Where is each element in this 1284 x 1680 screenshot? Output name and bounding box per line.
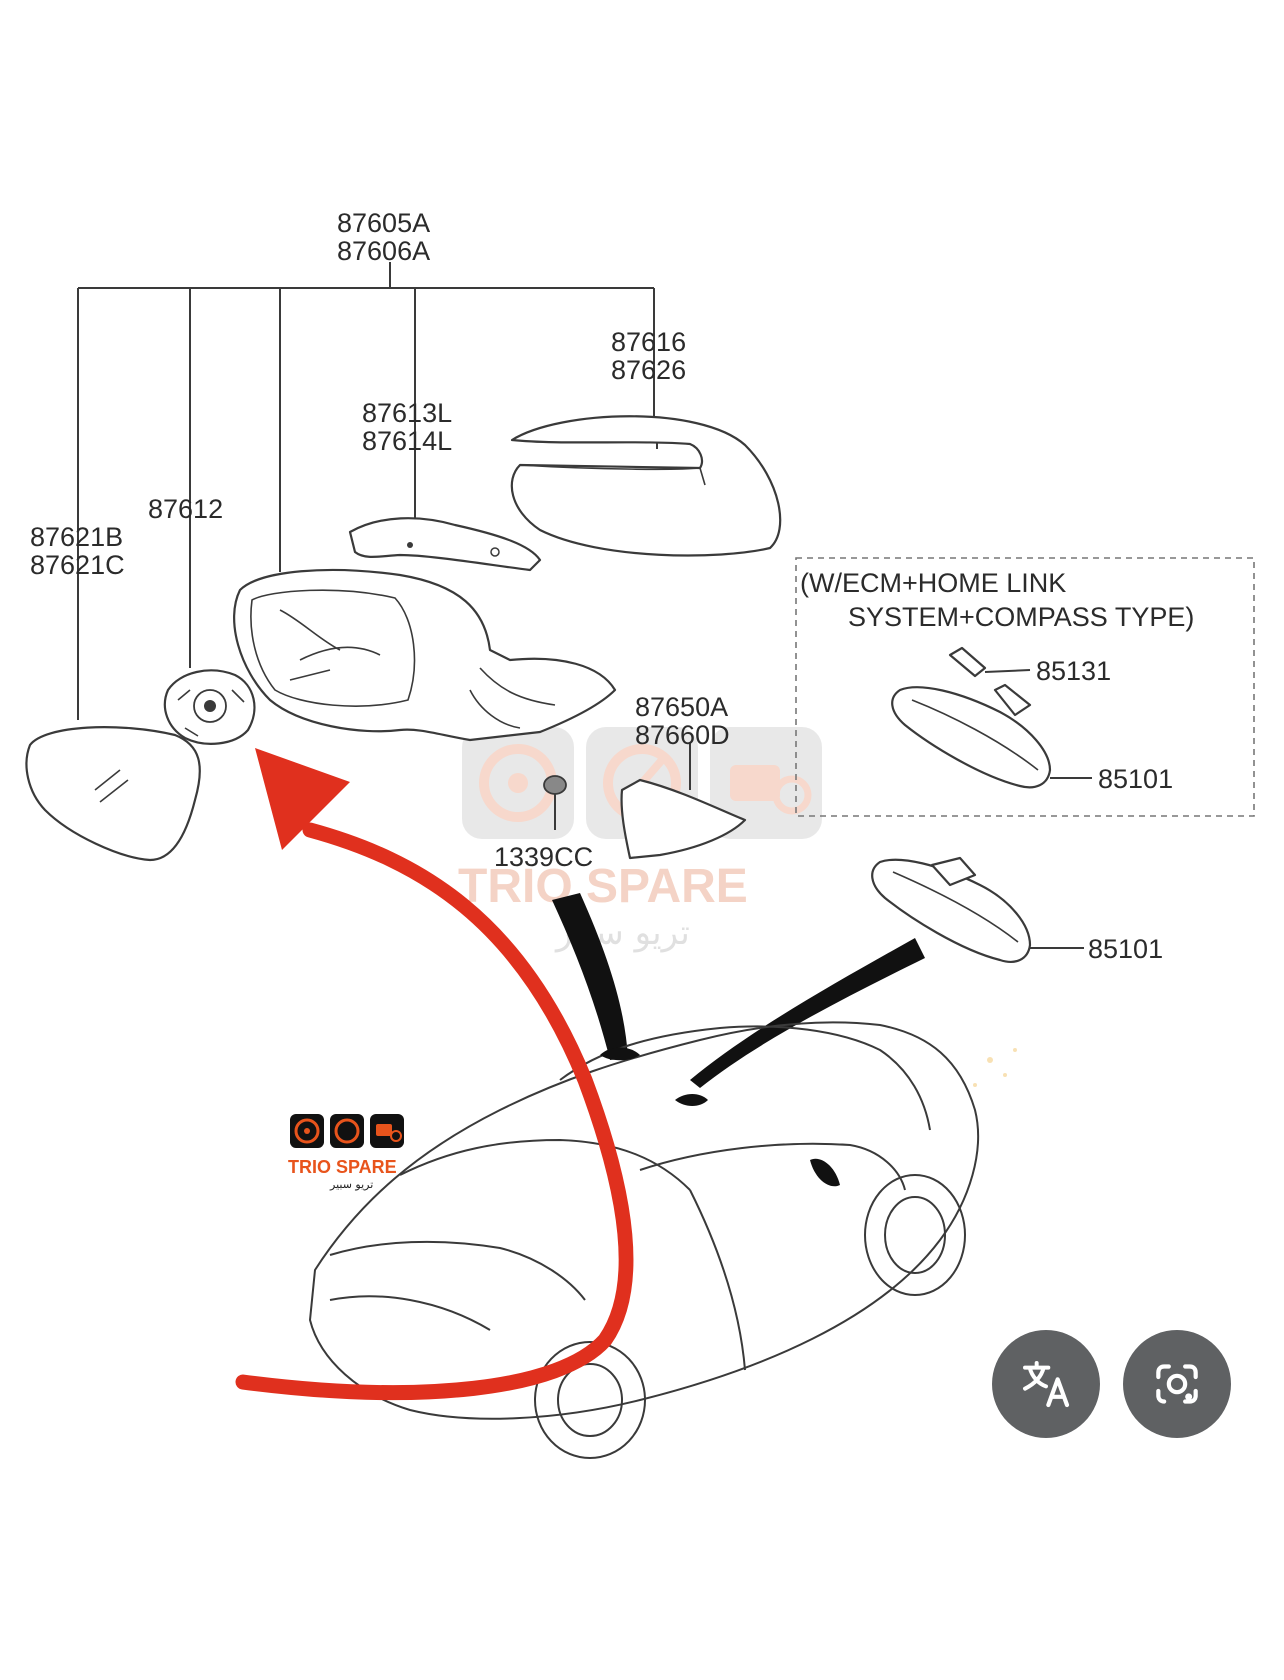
mirror-inner-cover xyxy=(620,778,747,860)
car-illustration xyxy=(309,1021,979,1459)
mirror-cover-85131 xyxy=(948,646,987,678)
label-87621C: 87621C xyxy=(30,550,125,580)
inside-mirror-ecm xyxy=(891,686,1052,789)
pointer-wedges xyxy=(552,893,925,1088)
translate-button[interactable] xyxy=(992,1330,1100,1438)
logo-brand: TRIO SPARE xyxy=(288,1157,397,1177)
label-87614L: 87614L xyxy=(362,426,452,456)
watermark: TRIO SPARE تريو سبير xyxy=(458,727,822,953)
car-front-wheel xyxy=(864,1174,966,1296)
option-box: (W/ECM+HOME LINK SYSTEM+COMPASS TYPE) xyxy=(795,557,1255,817)
side-repeater xyxy=(348,517,542,572)
label-87616: 87616 xyxy=(611,327,686,357)
label-87612: 87612 xyxy=(148,494,223,524)
google-lens-button[interactable] xyxy=(1123,1330,1231,1438)
screw-1339CC xyxy=(543,775,567,808)
label-1339CC: 1339CC xyxy=(494,842,593,872)
mirror-glass xyxy=(25,726,201,862)
label-87605A: 87605A xyxy=(337,208,430,238)
label-87650A: 87650A xyxy=(635,692,728,722)
watermark-brand: TRIO SPARE xyxy=(458,860,748,913)
option-note-line2: SYSTEM+COMPASS TYPE) xyxy=(848,602,1194,632)
brand-logo: TRIO SPARE تريو سبير xyxy=(288,1114,404,1191)
leader-lines xyxy=(77,262,1092,949)
inside-mirrors xyxy=(871,646,1052,963)
label-87606A: 87606A xyxy=(337,236,430,266)
red-arrow xyxy=(235,748,634,1401)
part-labels: 87605A 87606A 87616 87626 87613L 87614L … xyxy=(30,208,1173,964)
google-lens-icon xyxy=(1156,1364,1198,1404)
translate-icon xyxy=(1023,1361,1070,1408)
sparkle xyxy=(973,1048,1017,1087)
label-85101-top: 85101 xyxy=(1098,764,1173,794)
car-rear-wheel xyxy=(534,1341,646,1459)
option-note-line1: (W/ECM+HOME LINK xyxy=(800,568,1066,598)
label-87660D: 87660D xyxy=(635,720,730,750)
label-85101-bottom: 85101 xyxy=(1088,934,1163,964)
mirror-parts xyxy=(25,415,782,862)
label-85131: 85131 xyxy=(1036,656,1111,686)
logo-arabic: تريو سبير xyxy=(329,1178,373,1191)
mirror-housing xyxy=(233,568,617,742)
label-87613L: 87613L xyxy=(362,398,452,428)
mirror-scalp-cover xyxy=(510,415,782,557)
label-87626: 87626 xyxy=(611,355,686,385)
label-87621B: 87621B xyxy=(30,522,123,552)
